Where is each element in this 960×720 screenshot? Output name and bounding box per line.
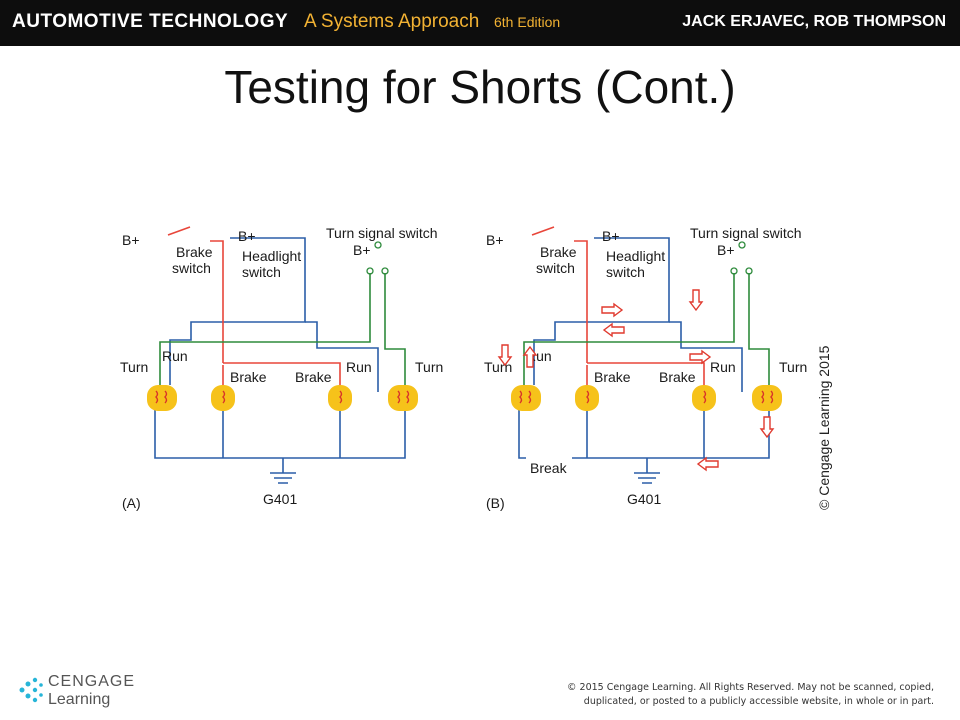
wire-break-gap bbox=[526, 454, 572, 462]
arrow-ground-return bbox=[697, 457, 719, 471]
arrow-down-right-turn bbox=[760, 416, 774, 438]
label-brake-left: Brake bbox=[230, 369, 267, 385]
label-bplus-headlight: B+ bbox=[238, 228, 256, 244]
label-turn-signal-switch: Turn signal switch bbox=[326, 225, 438, 241]
label-break: Break bbox=[530, 460, 568, 476]
logo-subwordmark: Learning bbox=[48, 691, 111, 708]
label-brake-right: Brake bbox=[659, 369, 696, 385]
label-bplus-turn: B+ bbox=[717, 242, 735, 258]
label-run-right: Run bbox=[710, 359, 736, 375]
label-run-right: Run bbox=[346, 359, 372, 375]
label-ground: G401 bbox=[627, 491, 661, 507]
label-bplus-brake: B+ bbox=[486, 232, 504, 248]
label-brake-switch-1: Brake bbox=[176, 244, 213, 260]
label-headlight-switch-2: switch bbox=[242, 264, 281, 280]
arrow-toward-left bbox=[603, 323, 625, 337]
label-ground: G401 bbox=[263, 491, 297, 507]
book-authors: JACK ERJAVEC, ROB THOMPSON bbox=[682, 13, 946, 30]
label-run-left: Run bbox=[162, 348, 188, 364]
label-turn-right: Turn bbox=[415, 359, 443, 375]
label-brake-switch-2: switch bbox=[172, 260, 211, 276]
book-subtitle: A Systems Approach bbox=[304, 11, 480, 32]
label-bplus-brake: B+ bbox=[122, 232, 140, 248]
label-brake-switch-2: switch bbox=[536, 260, 575, 276]
label-brake-switch-1: Brake bbox=[540, 244, 577, 260]
label-turn-right: Turn bbox=[779, 359, 807, 375]
image-credit: © Cengage Learning 2015 bbox=[816, 345, 832, 510]
label-headlight-switch-1: Headlight bbox=[606, 248, 665, 264]
copyright-notice: © 2015 Cengage Learning. All Rights Rese… bbox=[567, 682, 934, 707]
cengage-logo-icon bbox=[19, 677, 43, 703]
label-headlight-switch-1: Headlight bbox=[242, 248, 301, 264]
label-turn-signal-switch: Turn signal switch bbox=[690, 225, 802, 241]
arrow-to-run bbox=[601, 303, 623, 317]
arrow-right-run-feed bbox=[689, 350, 711, 364]
label-bplus-turn: B+ bbox=[353, 242, 371, 258]
book-title: AUTOMOTIVE TECHNOLOGY bbox=[12, 11, 289, 32]
label-panel-b: (B) bbox=[486, 495, 505, 511]
cengage-logo: CENGAGE Learning bbox=[16, 672, 156, 712]
header-banner: AUTOMOTIVE TECHNOLOGY A Systems Approach… bbox=[0, 0, 960, 46]
label-panel-a: (A) bbox=[122, 495, 141, 511]
label-turn-left: Turn bbox=[120, 359, 148, 375]
arrow-down-turn-switch bbox=[689, 289, 703, 311]
label-bplus-headlight: B+ bbox=[602, 228, 620, 244]
label-brake-right: Brake bbox=[295, 369, 332, 385]
label-headlight-switch-2: switch bbox=[606, 264, 645, 280]
label-brake-left: Brake bbox=[594, 369, 631, 385]
book-edition: 6th Edition bbox=[494, 14, 561, 30]
slide-title: Testing for Shorts (Cont.) bbox=[224, 61, 736, 113]
logo-wordmark: CENGAGE bbox=[48, 673, 136, 690]
